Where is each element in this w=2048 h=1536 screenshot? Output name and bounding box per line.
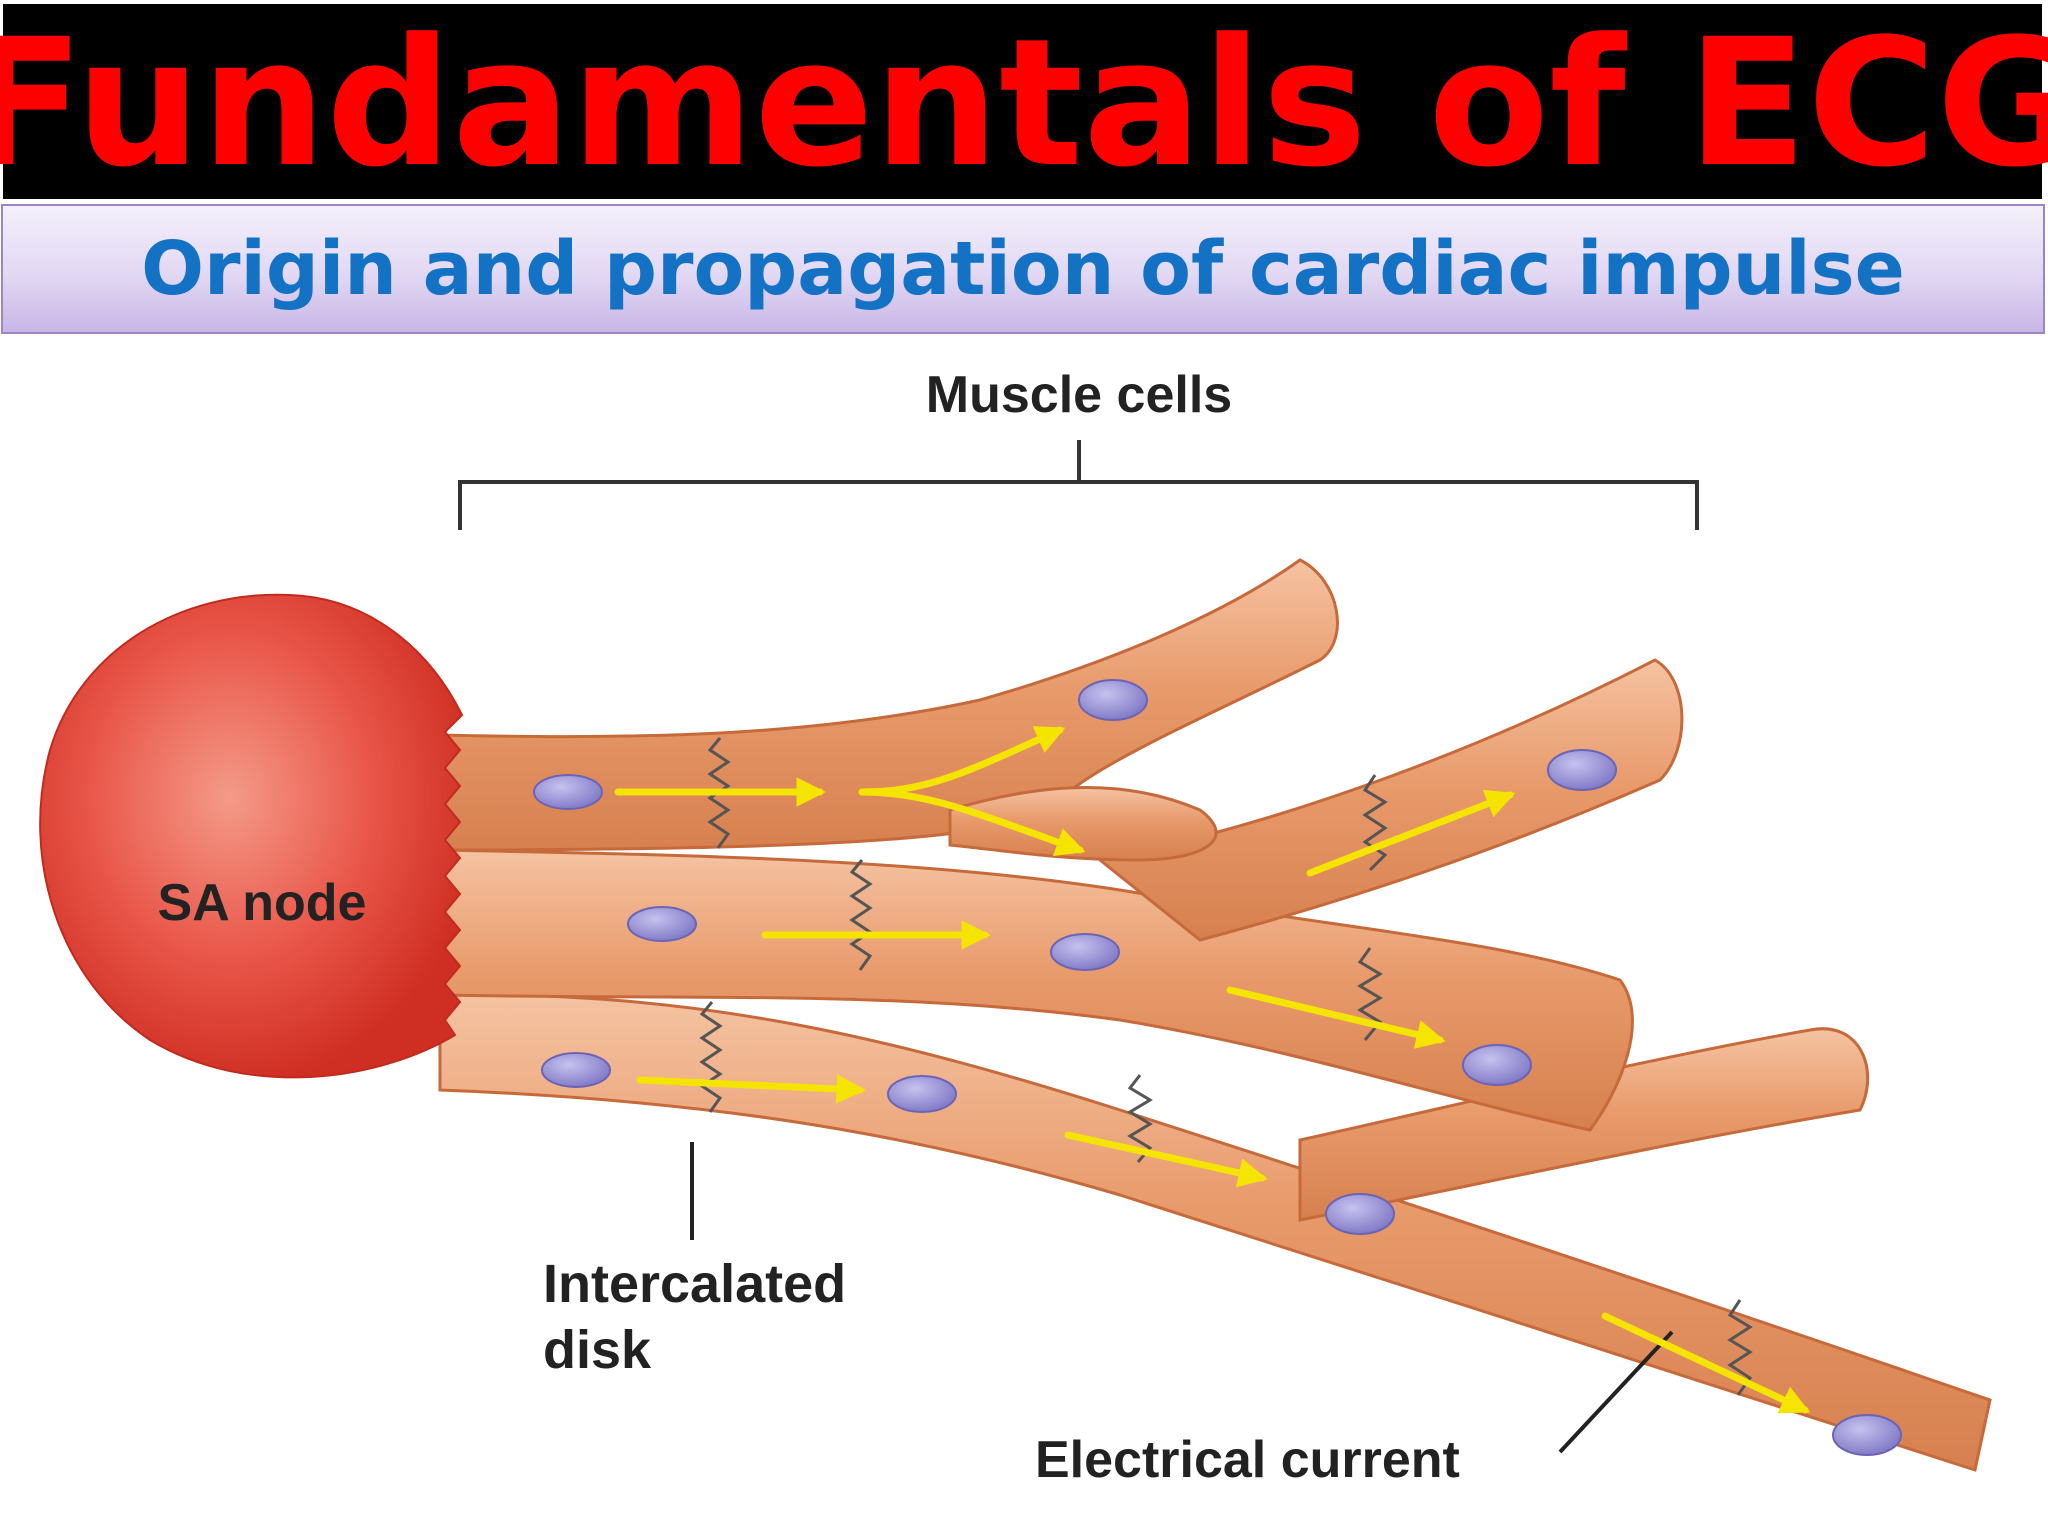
current-arrow xyxy=(636,1074,866,1104)
current-arrow xyxy=(1064,1131,1268,1188)
nucleus xyxy=(1050,933,1120,971)
intercalated-disk xyxy=(1127,1074,1153,1163)
current-arrow xyxy=(1601,1312,1811,1414)
muscle-fiber xyxy=(438,993,1992,1472)
nucleus xyxy=(541,1052,611,1088)
muscle-cells-label: Muscle cells xyxy=(926,366,1232,424)
slide-title: Fundamentals of ECG xyxy=(0,0,2048,206)
intercalated-disk xyxy=(849,859,873,971)
current-arrow xyxy=(1226,986,1446,1049)
subtitle-bar: Origin and propagation of cardiac impuls… xyxy=(1,204,2045,334)
current-arrows xyxy=(614,726,1811,1414)
muscle-fiber xyxy=(438,558,1339,852)
muscle-fiber xyxy=(1096,658,1684,942)
current-arrow xyxy=(1306,789,1516,877)
sa-node xyxy=(39,593,464,1079)
intercalated-disk xyxy=(1727,1299,1753,1396)
electrical-current-leader xyxy=(1558,1330,1674,1454)
current-arrow xyxy=(858,788,1086,857)
title-bar: Fundamentals of ECG xyxy=(0,4,2048,199)
intercalated-disk xyxy=(1357,947,1383,1041)
nucleus xyxy=(1078,679,1148,721)
muscle-fiber xyxy=(438,848,1634,1132)
nucleus xyxy=(1325,1193,1395,1235)
intercalated-disk xyxy=(699,1001,723,1113)
sa-node-label: SA node xyxy=(158,874,367,932)
leader-lines xyxy=(690,1142,1674,1454)
nucleus xyxy=(533,774,603,810)
nucleus xyxy=(1832,1414,1902,1456)
muscle-fiber xyxy=(948,786,1218,862)
nuclei xyxy=(533,679,1902,1456)
nucleus xyxy=(1547,749,1617,791)
nucleus xyxy=(887,1075,957,1113)
nucleus xyxy=(1462,1044,1532,1086)
cardiac-impulse-diagram: Muscle cells SA node xyxy=(39,366,1992,1489)
intercalated-disk xyxy=(1362,774,1388,872)
intercalated-disk-label-line1: Intercalated xyxy=(543,1254,846,1314)
muscle-cells-bracket xyxy=(458,440,1699,530)
intercalated-disk-label-line2: disk xyxy=(543,1320,652,1380)
slide-subtitle: Origin and propagation of cardiac impuls… xyxy=(141,226,1905,312)
nucleus xyxy=(627,906,697,942)
electrical-current-label: Electrical current xyxy=(1035,1431,1460,1489)
muscle-fibers xyxy=(438,558,1992,1472)
